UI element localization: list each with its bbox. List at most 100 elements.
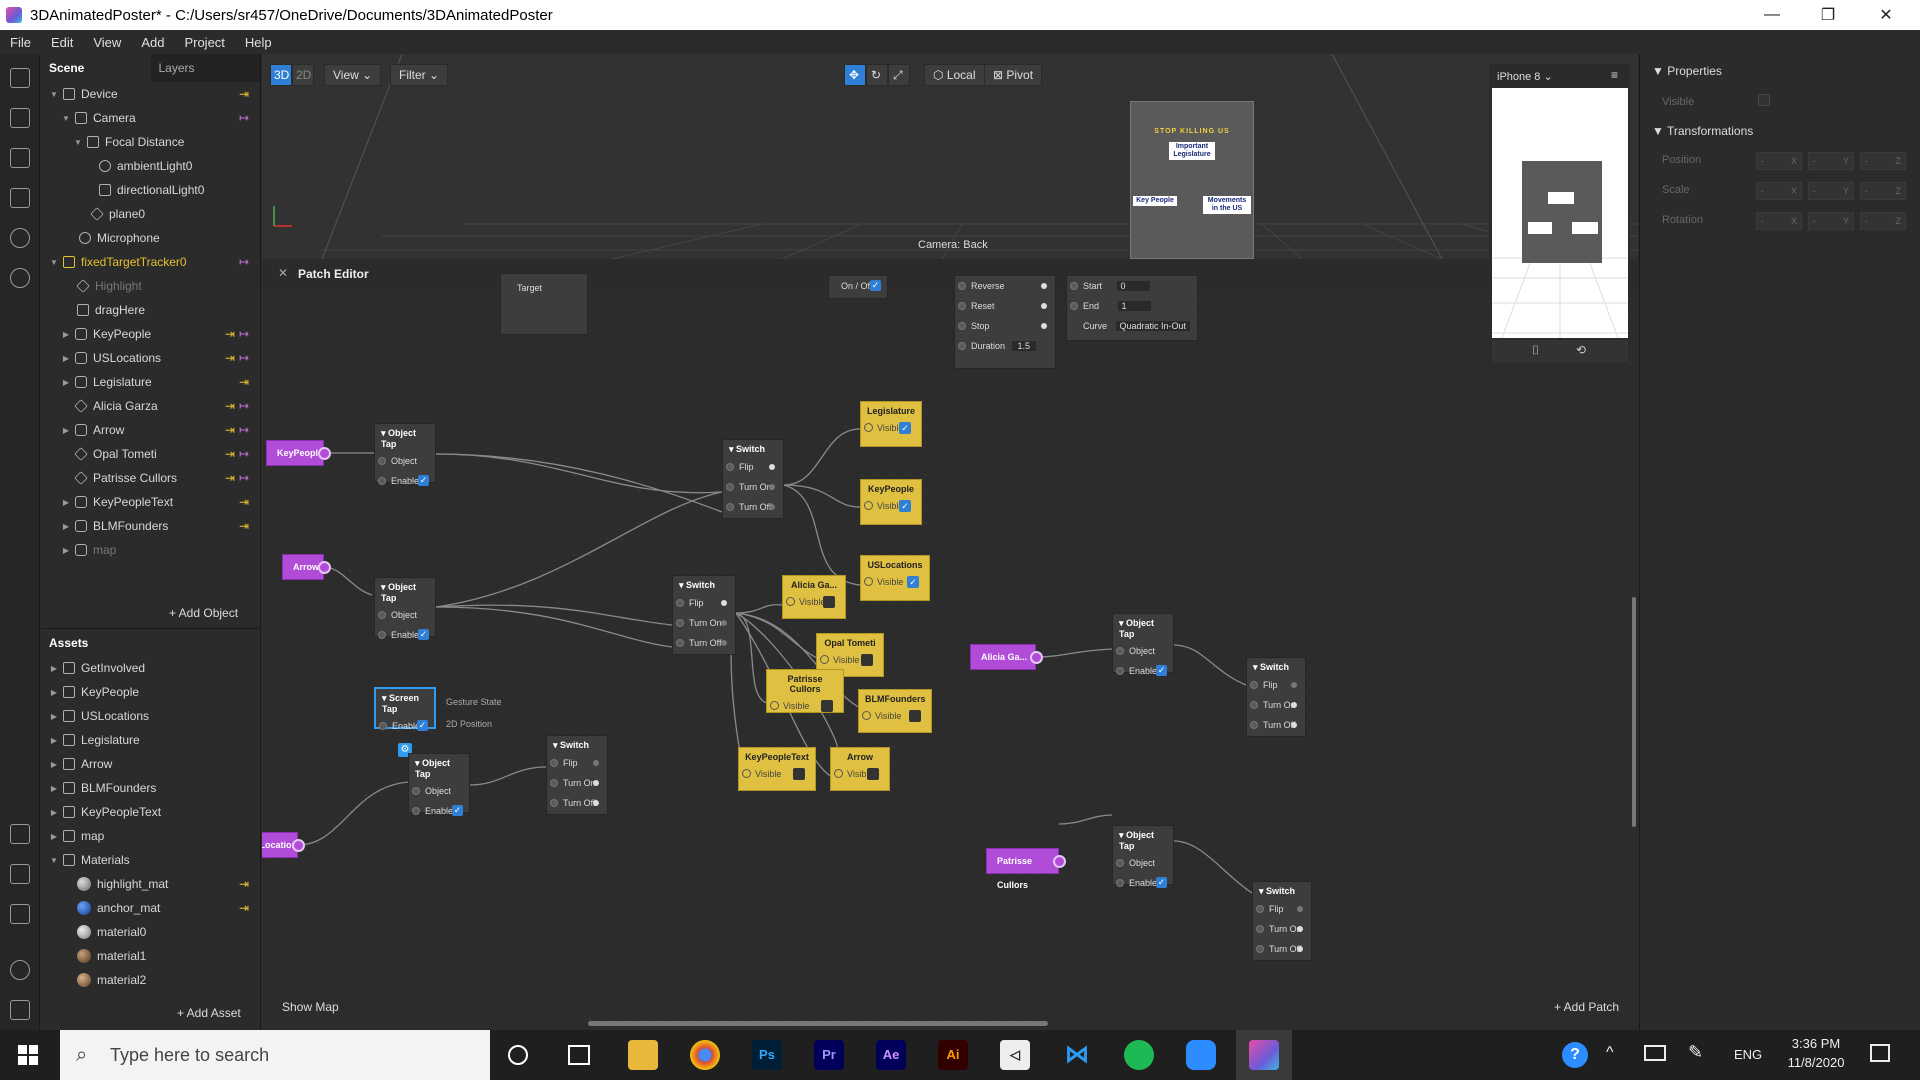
visible-checkbox[interactable]	[1758, 94, 1770, 106]
enabled-checkbox[interactable]: ✓	[417, 720, 428, 731]
tree-item-alicia-garza[interactable]: Alicia Garza⇥↦	[41, 394, 261, 418]
patch-switch-uslocations[interactable]: ▾ Switch Flip Turn On Turn Off	[546, 735, 608, 815]
patch-object-tap-arrow[interactable]: ▾ Object Tap Object Enabled✓	[374, 577, 436, 640]
vscode-icon[interactable]: ⋈	[1062, 1040, 1092, 1070]
patch-target-node[interactable]: Target	[500, 273, 588, 335]
spark-ar-taskbar-button[interactable]	[1236, 1030, 1292, 1080]
enabled-checkbox[interactable]: ✓	[418, 629, 429, 640]
patch-editor[interactable]: ✕ Patch Editor	[262, 259, 1638, 1030]
menu-help[interactable]: Help	[244, 34, 272, 50]
close-button[interactable]: ✕	[1879, 7, 1893, 24]
tree-item-ambient-light[interactable]: ambientLight0	[41, 154, 261, 178]
tree-item-camera[interactable]: ▼Camera↦	[62, 111, 253, 125]
visible-checkbox[interactable]	[861, 654, 873, 666]
pen-icon[interactable]: ✎	[1688, 1042, 1704, 1062]
asset-uslocations[interactable]: ▶USLocations	[50, 709, 150, 723]
add-patch-button[interactable]: + Add Patch	[1554, 1000, 1620, 1014]
camera-icon[interactable]: ⌷	[1532, 343, 1540, 357]
tree-item-drag-here[interactable]: dragHere	[41, 298, 261, 322]
photoshop-icon[interactable]: Ps	[752, 1040, 782, 1070]
close-patch-editor-icon[interactable]: ✕	[278, 266, 289, 280]
patch-alicia-visible[interactable]: Alicia Ga... Visible	[782, 575, 846, 619]
curve-dropdown[interactable]: Quadratic In-Out	[1115, 321, 1191, 331]
menu-view[interactable]: View	[93, 34, 122, 50]
settings-icon[interactable]	[10, 960, 30, 980]
patch-onoff-node[interactable]: On / Off✓	[828, 275, 888, 299]
tree-item-opal-tometi[interactable]: Opal Tometi⇥↦	[41, 442, 261, 466]
patch-switch-main[interactable]: ▾ Switch Flip Turn On Turn Off	[722, 439, 784, 519]
asset-getinvolved[interactable]: ▶GetInvolved	[50, 661, 146, 675]
end-field[interactable]: 1	[1117, 301, 1151, 311]
asset-map[interactable]: ▶map	[50, 829, 105, 843]
tree-item-fixed-target-tracker[interactable]: ▼fixedTargetTracker0↦	[50, 255, 253, 269]
visible-checkbox[interactable]	[821, 700, 833, 712]
help-icon[interactable]: ?	[1562, 1042, 1588, 1068]
patch-patrisse-visible[interactable]: Patrisse Cullors Visible	[766, 669, 844, 713]
simulator-screen[interactable]	[1492, 88, 1628, 339]
patch-patrisse-object[interactable]: Patrisse Cullors	[986, 848, 1066, 890]
patch-object-tap-keypeople[interactable]: ▾ Object Tap Object Enabled✓	[374, 423, 436, 486]
viewport[interactable]: 3D 2D View ⌄ Filter ⌄ ✥ ↻ ⤢ ⬡ Local ⊠ Pi…	[262, 54, 1638, 259]
patch-screen-tap[interactable]: ▾ Screen Tap Enabled✓	[374, 687, 436, 731]
menu-add[interactable]: Add	[141, 34, 165, 50]
patch-blmfounders-visible[interactable]: BLMFounders Visible	[858, 689, 932, 733]
properties-title[interactable]: ▼ Properties	[1652, 64, 1722, 78]
rotate-device-icon[interactable]: ⟲	[1576, 343, 1587, 357]
rotate-tool-icon[interactable]: ↻	[866, 64, 888, 86]
pivot-toggle[interactable]: ⊠ Pivot	[984, 64, 1043, 86]
simulator-menu-icon[interactable]: ≡	[1611, 68, 1619, 82]
add-asset-button[interactable]: + Add Asset	[177, 1006, 241, 1020]
minimize-button[interactable]: —	[1764, 6, 1780, 23]
position-x-field[interactable]: -X	[1756, 152, 1802, 170]
enabled-checkbox[interactable]: ✓	[1156, 877, 1167, 888]
enabled-checkbox[interactable]: ✓	[418, 475, 429, 486]
asset-keypeopletext[interactable]: ▶KeyPeopleText	[50, 805, 162, 819]
language-indicator[interactable]: ENG	[1734, 1047, 1763, 1062]
asset-blmfounders[interactable]: ▶BLMFounders	[50, 781, 157, 795]
rotation-z-field[interactable]: -Z	[1860, 212, 1906, 230]
upload-icon[interactable]	[10, 904, 30, 924]
refresh-icon[interactable]	[10, 228, 30, 248]
maximize-button[interactable]: ❐	[1820, 7, 1836, 24]
tree-item-patrisse-cullors[interactable]: Patrisse Cullors⇥↦	[41, 466, 261, 490]
mode-3d-button[interactable]: 3D	[270, 64, 292, 86]
zoom-icon[interactable]	[1186, 1040, 1216, 1070]
console-icon[interactable]	[10, 1000, 30, 1020]
asset-keypeople[interactable]: ▶KeyPeople	[50, 685, 140, 699]
patch-object-tap-alicia[interactable]: ▾ Object Tap Object Enabled✓	[1112, 613, 1174, 676]
spotify-icon[interactable]	[1124, 1040, 1154, 1070]
patch-transition-node[interactable]: Start 0 End 1 Curve Quadratic In-Out	[1066, 275, 1198, 341]
asset-material2[interactable]: material2	[41, 968, 261, 992]
tree-item-directional-light[interactable]: directionalLight0	[41, 178, 261, 202]
patch-arrow-object[interactable]: Arrow	[282, 554, 331, 580]
unity-icon[interactable]: ◁	[1000, 1040, 1030, 1070]
horizontal-scrollbar[interactable]	[588, 1021, 1048, 1026]
view-dropdown[interactable]: View ⌄	[324, 64, 382, 86]
patch-switch-alicia[interactable]: ▾ Switch Flip Turn On Turn Off	[1246, 657, 1306, 737]
local-toggle[interactable]: ⬡ Local	[924, 64, 985, 86]
visible-checkbox[interactable]	[823, 596, 835, 608]
visible-checkbox[interactable]	[909, 710, 921, 722]
tree-item-device[interactable]: ▼Device⇥	[50, 87, 253, 101]
scale-z-field[interactable]: -Z	[1860, 182, 1906, 200]
menu-edit[interactable]: Edit	[50, 34, 74, 50]
patch-keypeople-visible[interactable]: KeyPeople Visible✓	[860, 479, 922, 525]
chrome-icon[interactable]	[690, 1040, 720, 1070]
patch-uslocations-visible[interactable]: USLocations Visible✓	[860, 555, 930, 601]
tree-item-uslocations[interactable]: ▶USLocations⇥↦	[62, 351, 253, 365]
tree-item-highlight[interactable]: Highlight	[41, 274, 261, 298]
device-selector[interactable]: iPhone 8 ⌄	[1497, 71, 1553, 83]
tree-item-keypeople[interactable]: ▶KeyPeople⇥↦	[62, 327, 253, 341]
tree-item-focal-distance[interactable]: ▼Focal Distance	[74, 135, 185, 149]
patch-uslocations-object[interactable]: USLocations	[262, 832, 305, 858]
enabled-checkbox[interactable]: ✓	[1156, 665, 1167, 676]
vertical-scrollbar[interactable]	[1632, 597, 1636, 827]
tab-scene[interactable]: Scene	[41, 54, 151, 82]
position-z-field[interactable]: -Z	[1860, 152, 1906, 170]
scale-x-field[interactable]: -X	[1756, 182, 1802, 200]
visible-checkbox[interactable]	[867, 768, 879, 780]
after-effects-icon[interactable]: Ae	[876, 1040, 906, 1070]
pause-icon[interactable]	[10, 148, 30, 168]
video-icon[interactable]	[10, 108, 30, 128]
duration-field[interactable]: 1.5	[1011, 341, 1037, 351]
